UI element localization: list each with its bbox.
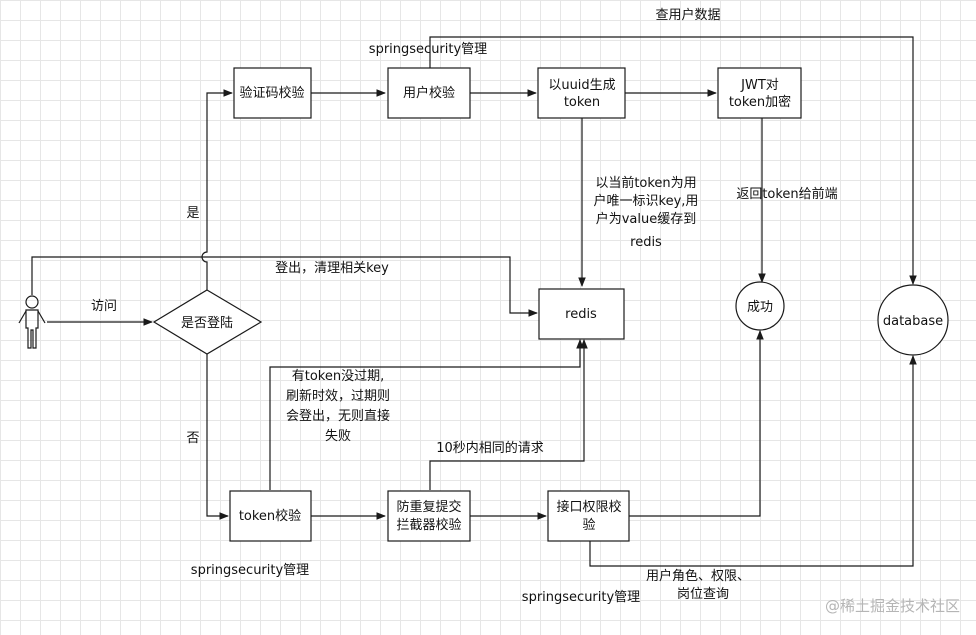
node-jwt-line2: token加密 [729,94,791,110]
node-redis: redis [538,288,625,340]
edge-perm-to-success [629,330,764,517]
label-return-token: 返回token给前端 [736,186,837,202]
node-perm-check-line1: 接口权限校 [556,499,621,515]
node-user-check-label: 用户校验 [403,85,455,101]
watermark: @稀土掘金技术社区 [825,597,960,615]
node-user-check: 用户校验 [387,67,471,119]
node-uuid-token: 以uuid生成 token [537,67,626,119]
node-anti-repeat-line1: 防重复提交 [396,499,461,515]
node-success-label: 成功 [747,300,773,315]
label-cache-note-3: 户为value缓存到 [596,211,697,227]
label-cache-note-1: 以当前token为用 [595,175,696,191]
node-jwt-line1: JWT对 [740,78,779,93]
node-is-login-label: 是否登陆 [181,315,233,331]
edge-user-to-database [429,36,917,285]
node-is-login: 是否登陆 [152,289,263,355]
node-perm-check-line2: 验 [582,517,595,533]
edge-no-to-token [206,354,229,520]
node-perm-check: 接口权限校 验 [547,490,630,542]
node-uuid-token-line1: 以uuid生成 [548,78,615,93]
user-actor-icon [18,295,46,349]
label-cache-note-2: 户唯一标识key,用 [594,193,699,209]
node-success: 成功 [735,281,785,331]
node-token-check: token校验 [229,490,312,542]
label-ten-seconds: 10秒内相同的请求 [436,440,544,456]
node-database-label: database [883,314,943,329]
label-role-query-1: 用户角色、权限、 [646,568,750,584]
node-anti-repeat: 防重复提交 拦截器校验 [387,490,471,542]
label-role-query-2: 岗位查询 [677,587,729,602]
label-springsecurity-top: springsecurity管理 [369,42,487,57]
node-redis-label: redis [565,307,597,322]
node-captcha: 验证码校验 [233,67,312,119]
label-no: 否 [186,431,199,446]
edge-antirepeat-to-redis [429,339,588,490]
label-logout: 登出，清理相关key [275,261,389,276]
node-uuid-token-line2: token [564,95,600,110]
node-jwt: JWT对 token加密 [717,67,802,119]
edge-perm-to-database [589,355,917,567]
label-query-user: 查用户数据 [655,7,720,23]
label-token-note-4: 失败 [325,429,351,444]
edge-logout-to-redis [31,256,538,317]
label-token-note-2: 刷新时效，过期则 [286,388,390,404]
label-springsecurity-bottom: springsecurity管理 [522,590,640,605]
edge-labels: 查用户数据 springsecurity管理 是 否 访问 登出，清理相关key… [91,7,838,605]
label-yes: 是 [186,206,199,221]
edges [31,36,917,567]
edge-yes-to-captcha [201,89,233,290]
label-visit: 访问 [91,299,117,314]
node-database: database [877,284,949,356]
node-captcha-label: 验证码校验 [239,85,304,101]
label-token-note-1: 有token没过期, [292,369,385,384]
edge-token-to-redis [269,339,584,490]
label-token-note-3: 会登出，无则直接 [286,408,390,424]
label-springsecurity-bottom-left: springsecurity管理 [191,563,309,578]
node-token-check-label: token校验 [239,508,301,524]
label-cache-note-4: redis [630,235,662,250]
node-anti-repeat-line2: 拦截器校验 [396,517,461,533]
